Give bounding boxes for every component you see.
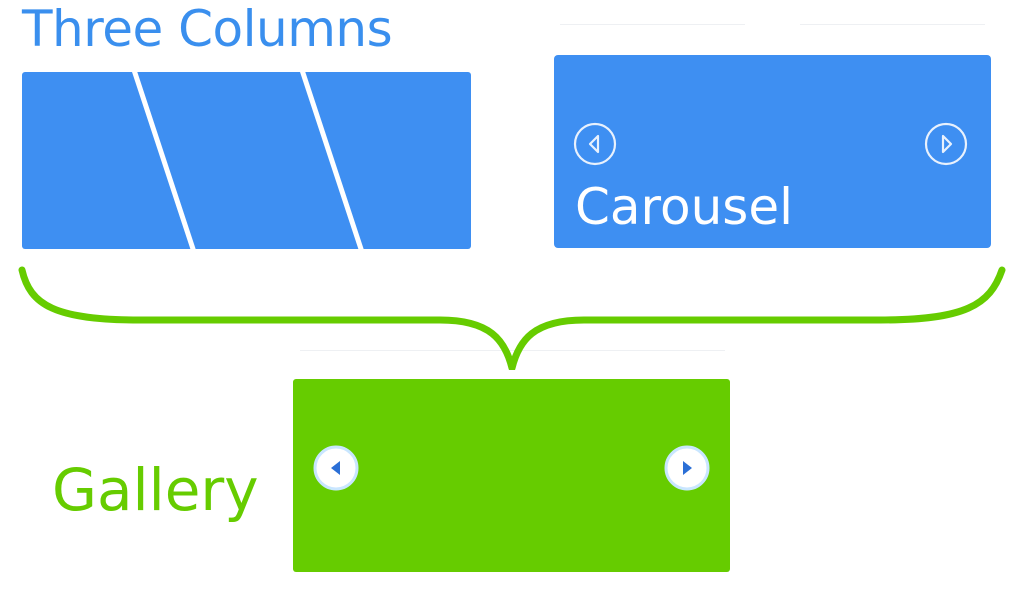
three-columns-panel <box>22 72 471 249</box>
three-columns-title: Three Columns <box>22 0 393 58</box>
column-dividers <box>132 72 364 249</box>
faint-divider <box>300 350 725 351</box>
column-divider-2 <box>300 72 364 249</box>
curly-brace-icon <box>18 266 1006 370</box>
carousel-prev-icon[interactable] <box>573 122 617 166</box>
gallery-next-icon[interactable] <box>664 445 710 491</box>
faint-divider <box>800 24 985 25</box>
column-divider-1 <box>132 72 196 249</box>
carousel-panel: Carousel <box>554 55 991 248</box>
carousel-label: Carousel <box>575 178 793 236</box>
gallery-label: Gallery <box>52 456 259 524</box>
gallery-panel <box>293 379 730 572</box>
gallery-prev-icon[interactable] <box>313 445 359 491</box>
carousel-next-icon[interactable] <box>924 122 968 166</box>
faint-divider <box>560 24 745 25</box>
